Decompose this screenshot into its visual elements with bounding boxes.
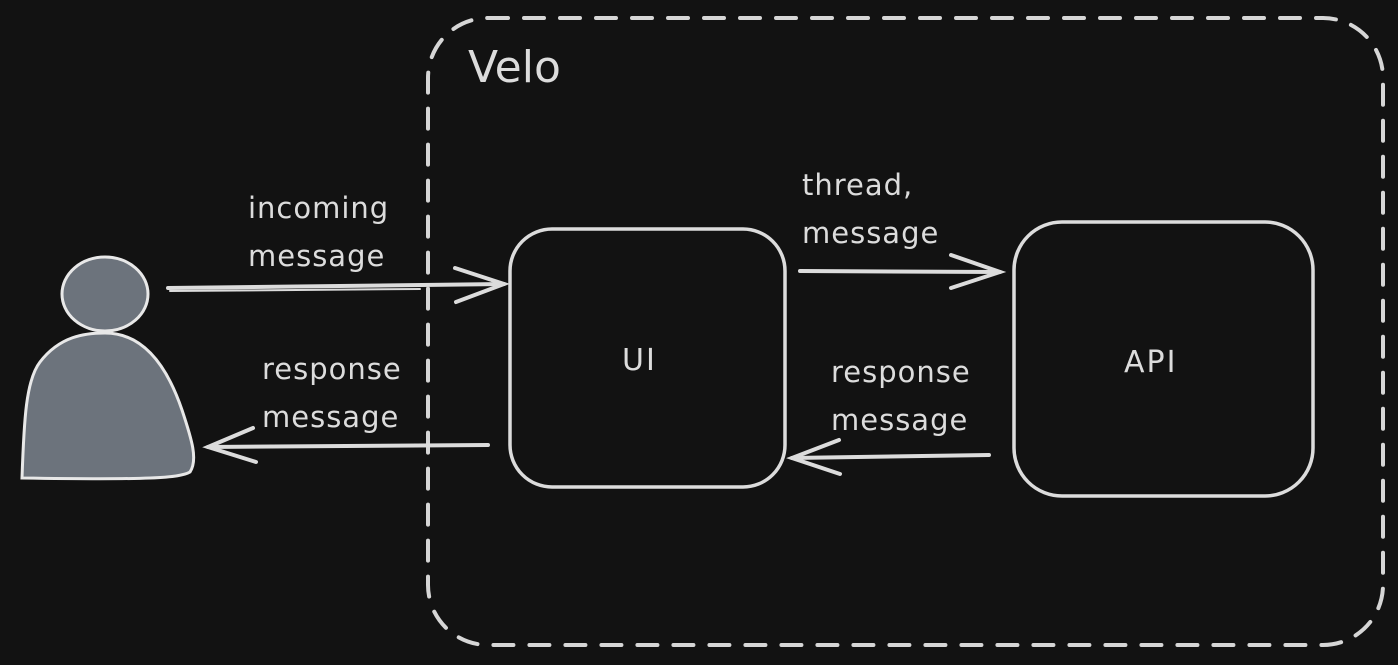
response-to-ui-label: response message	[831, 355, 971, 437]
boundary-title: Velo	[468, 42, 561, 93]
ui-node-box[interactable]	[508, 227, 787, 489]
user-head	[60, 255, 150, 333]
user-actor-icon	[20, 255, 196, 481]
thread-message-arrow	[798, 253, 1007, 290]
response-to-ui-arrow	[786, 438, 991, 476]
thread-message-label: thread, message	[802, 168, 940, 250]
api-node-box[interactable]	[1012, 220, 1315, 498]
response-to-user-arrow	[202, 426, 490, 464]
velo-boundary	[426, 16, 1385, 647]
incoming-arrow-label: incoming message	[248, 191, 390, 273]
api-node-label: API	[1124, 345, 1178, 380]
user-body	[20, 331, 196, 481]
response-to-user-label: response message	[262, 352, 402, 434]
ui-node-label: UI	[622, 343, 657, 378]
incoming-arrow	[166, 266, 511, 304]
